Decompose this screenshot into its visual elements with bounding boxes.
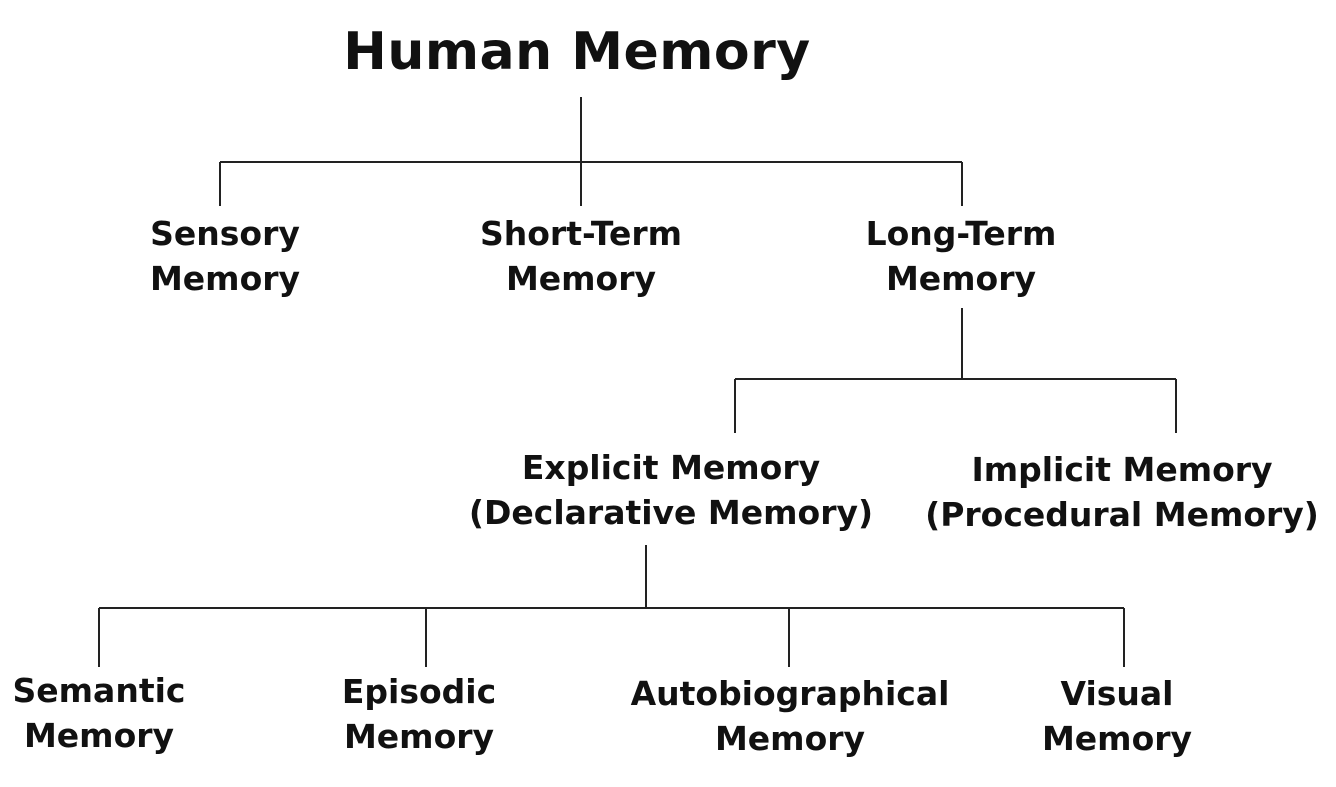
diagram-title: Human Memory <box>343 22 810 82</box>
node-sensory-memory-line1: Sensory <box>150 214 300 253</box>
node-long-term-memory: Long-Term Memory <box>866 211 1057 301</box>
node-long-term-memory-line2: Memory <box>885 259 1037 298</box>
node-visual-memory: Visual Memory <box>1042 671 1192 761</box>
node-implicit-memory: Implicit Memory (Procedural Memory) <box>925 447 1319 537</box>
node-autobiographical-memory-line1: Autobiographical <box>630 674 950 713</box>
node-visual-memory-line2: Memory <box>1041 719 1193 758</box>
node-explicit-memory: Explicit Memory (Declarative Memory) <box>469 445 873 535</box>
node-autobiographical-memory-line2: Memory <box>714 719 866 758</box>
node-short-term-memory-line2: Memory <box>505 259 657 298</box>
node-sensory-memory-line2: Memory <box>149 259 301 298</box>
node-sensory-memory: Sensory Memory <box>150 211 300 301</box>
node-episodic-memory-line2: Memory <box>343 717 495 756</box>
node-autobiographical-memory: Autobiographical Memory <box>631 671 950 761</box>
node-semantic-memory-line2: Memory <box>23 716 175 755</box>
node-explicit-memory-line1: Explicit Memory <box>521 448 821 487</box>
node-semantic-memory: Semantic Memory <box>13 668 186 758</box>
node-episodic-memory-line1: Episodic <box>341 672 497 711</box>
node-long-term-memory-line1: Long-Term <box>865 214 1057 253</box>
node-episodic-memory: Episodic Memory <box>342 669 496 759</box>
node-implicit-memory-line1: Implicit Memory <box>971 450 1273 489</box>
diagram-title-text: Human Memory <box>343 22 811 82</box>
node-semantic-memory-line1: Semantic <box>12 671 186 710</box>
node-short-term-memory: Short-Term Memory <box>480 211 682 301</box>
node-visual-memory-line1: Visual <box>1060 674 1174 713</box>
node-implicit-memory-line2: (Procedural Memory) <box>925 495 1319 534</box>
node-short-term-memory-line1: Short-Term <box>480 214 682 253</box>
node-explicit-memory-line2: (Declarative Memory) <box>468 493 874 532</box>
